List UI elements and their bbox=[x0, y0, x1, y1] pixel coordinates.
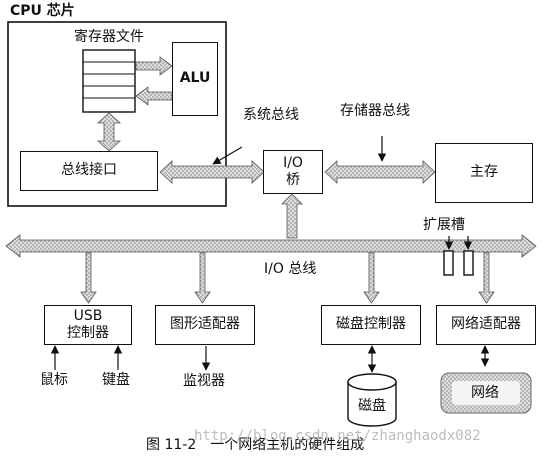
alu-label: ALU bbox=[179, 70, 211, 87]
alu-box: ALU bbox=[172, 42, 218, 116]
disk-label: 磁盘 bbox=[358, 398, 386, 414]
memory-bus bbox=[324, 160, 436, 184]
figure-caption: 图 11-2 一个网络主机的硬件组成 bbox=[146, 437, 365, 453]
io-bus-to-graphics-arrow bbox=[194, 252, 211, 304]
mouse-label: 鼠标 bbox=[40, 372, 68, 388]
register-file-label: 寄存器文件 bbox=[74, 29, 144, 45]
usb-label-line2: 控制器 bbox=[67, 325, 109, 341]
disk-controller-box: 磁盘控制器 bbox=[321, 305, 421, 345]
register-bus-interface-arrow bbox=[96, 112, 122, 152]
graphics-adapter-box: 图形适配器 bbox=[155, 305, 255, 345]
io-bus-to-disk-controller-arrow bbox=[363, 252, 380, 304]
monitor-label: 监视器 bbox=[183, 373, 225, 389]
main-memory-box: 主存 bbox=[435, 143, 533, 203]
network-adapter-label: 网络适配器 bbox=[451, 316, 521, 333]
alu-to-register-arrow bbox=[135, 86, 173, 106]
io-bus-to-usb-arrow bbox=[80, 252, 97, 304]
expansion-slots bbox=[443, 250, 474, 276]
io-bridge-label-line2: 桥 bbox=[286, 172, 300, 188]
cpu-chip-outline bbox=[7, 21, 227, 207]
usb-controller-box: USB 控制器 bbox=[44, 305, 132, 345]
io-bus-to-network-adapter-arrow bbox=[478, 252, 495, 304]
cpu-chip-label: CPU 芯片 bbox=[10, 3, 75, 19]
system-bus-label: 系统总线 bbox=[243, 107, 299, 123]
bridge-to-io-bus-arrow bbox=[281, 193, 303, 239]
expansion-slots-label: 扩展槽 bbox=[423, 217, 465, 233]
register-file-block bbox=[82, 49, 136, 113]
disk-cylinder-icon bbox=[347, 373, 397, 427]
keyboard-label: 键盘 bbox=[102, 372, 130, 388]
watermark-text: http://blog.csdn.net/zhanghaodx082 bbox=[194, 428, 481, 444]
bus-interface-box: 总线接口 bbox=[20, 151, 158, 191]
system-bus-pointer bbox=[212, 146, 243, 165]
network-label: 网络 bbox=[471, 385, 499, 401]
io-bridge-label-line1: I/O bbox=[283, 154, 303, 171]
memory-bus-label: 存储器总线 bbox=[340, 103, 410, 119]
graphics-adapter-label: 图形适配器 bbox=[170, 316, 240, 333]
usb-label-line1: USB bbox=[73, 307, 103, 324]
disk-controller-label: 磁盘控制器 bbox=[336, 316, 406, 333]
io-bus bbox=[5, 234, 537, 258]
register-to-alu-arrow bbox=[135, 56, 173, 76]
main-memory-label: 主存 bbox=[470, 164, 498, 181]
io-bridge-box: I/O 桥 bbox=[263, 150, 323, 194]
bus-interface-label: 总线接口 bbox=[61, 162, 117, 179]
network-adapter-box: 网络适配器 bbox=[436, 305, 536, 345]
io-bus-label: I/O 总线 bbox=[264, 261, 317, 277]
system-bus bbox=[159, 160, 265, 184]
network-label-backdrop bbox=[452, 381, 520, 405]
